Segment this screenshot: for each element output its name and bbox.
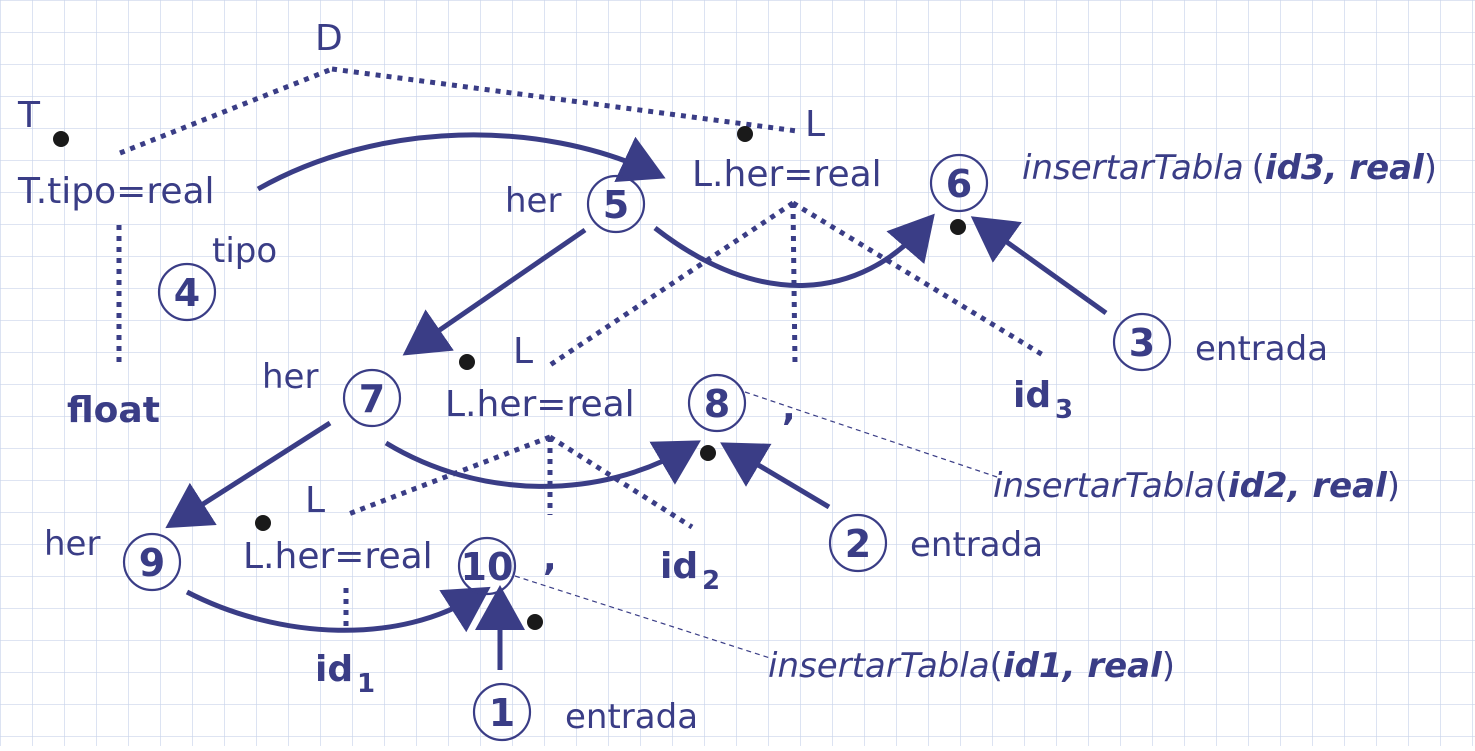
tree-edge-d-l	[331, 66, 798, 134]
dot-10	[527, 614, 543, 630]
action-3-sep: ,	[1323, 148, 1350, 188]
terminal-id1: id 1	[315, 649, 375, 699]
dot-l-mid	[459, 354, 475, 370]
symbol-d: D	[315, 18, 343, 59]
step-3: 3	[1112, 312, 1172, 372]
action-3-arg2: real	[1349, 148, 1425, 188]
label-her-7: her	[262, 357, 318, 397]
terminal-id1-text: id	[315, 649, 353, 690]
step-7: 7	[342, 368, 402, 428]
label-entrada-2: entrada	[910, 525, 1043, 565]
terminal-comma-top: ,	[782, 388, 796, 429]
terminal-float: float	[67, 390, 160, 431]
attr-lher-bot: L.her=real	[243, 536, 433, 577]
arrow-3-to-6	[970, 216, 1108, 316]
terminal-id2-subscript: 2	[702, 566, 720, 596]
arrow-7-to-8	[384, 440, 701, 489]
step-2: 2	[828, 513, 888, 573]
action-1-sep: ,	[1061, 646, 1088, 686]
action-1-open: (	[990, 646, 1003, 686]
node-dots	[53, 126, 966, 630]
terminal-id3-subscript: 3	[1055, 395, 1073, 425]
action-insertar-id3: insertarTabla(id3, real)	[1022, 148, 1437, 188]
label-entrada-3: entrada	[1195, 329, 1328, 369]
action-2-sep: ,	[1286, 466, 1313, 506]
arrow-5-to-6	[653, 213, 935, 288]
action-1-arg1: id1	[1003, 646, 1063, 686]
terminal-id2-text: id	[660, 546, 698, 587]
step-7-number: 7	[359, 377, 385, 421]
action-insertar-id1: insertarTabla(id1, real)	[768, 646, 1175, 686]
arrow-9-to-10	[185, 586, 491, 633]
arrow-2-to-8	[720, 442, 831, 510]
action-3-arg1: id3	[1265, 148, 1325, 188]
tree-edge-l-l	[548, 200, 795, 368]
action-1-close: )	[1162, 646, 1175, 686]
symbol-l-top: L	[805, 104, 825, 145]
step-4-number: 4	[174, 271, 200, 315]
label-her-9: her	[44, 524, 100, 564]
label-entrada-1: entrada	[565, 697, 698, 737]
step-9-number: 9	[139, 541, 165, 585]
dot-8	[700, 445, 716, 461]
tree-edge-l-l2	[345, 434, 551, 518]
action-insertar-id2: insertarTabla(id2, real)	[993, 466, 1400, 506]
step-5-number: 5	[603, 183, 629, 227]
dot-6	[950, 219, 966, 235]
attr-ttipo: T.tipo=real	[17, 171, 215, 212]
dot-t	[53, 131, 69, 147]
step-6-number: 6	[946, 162, 972, 206]
step-8: 8	[687, 373, 747, 433]
terminal-id3: id 3	[1013, 375, 1073, 425]
arrow-5-to-7	[402, 227, 587, 356]
terminal-id3-text: id	[1013, 375, 1051, 416]
arrow-7-to-9	[165, 420, 332, 529]
label-her-5: her	[505, 181, 561, 221]
attr-lher-top: L.her=real	[692, 154, 882, 195]
dot-l-top	[737, 126, 753, 142]
action-2-arg1: id2	[1228, 466, 1288, 506]
step-9: 9	[122, 532, 182, 592]
step-1-number: 1	[489, 691, 515, 735]
step-4: 4	[157, 262, 217, 322]
step-1: 1	[472, 682, 532, 742]
step-10: 10	[457, 536, 517, 596]
action-2-fn: insertarTabla	[993, 466, 1215, 506]
tree-edge-d-t	[119, 66, 333, 156]
tree-edge-l-id3	[791, 200, 1045, 358]
action-3-close: )	[1424, 148, 1437, 188]
arrow-4-to-5	[256, 132, 666, 192]
label-tipo: tipo	[212, 231, 277, 271]
action-2-arg2: real	[1312, 466, 1388, 506]
dot-l-bot	[255, 515, 271, 531]
step-10-number: 10	[461, 545, 514, 589]
terminal-comma-mid: ,	[543, 538, 557, 579]
action-3-fn: insertarTabla	[1022, 148, 1244, 188]
dependency-arrows	[165, 132, 1108, 670]
attr-lher-mid: L.her=real	[445, 384, 635, 425]
step-3-number: 3	[1129, 321, 1155, 365]
action-2-close: )	[1387, 466, 1400, 506]
terminal-id2: id 2	[660, 546, 720, 596]
action-3-open: (	[1252, 148, 1265, 188]
action-1-fn: insertarTabla	[768, 646, 990, 686]
step-5: 5	[586, 174, 646, 234]
step-8-number: 8	[704, 382, 730, 426]
symbol-l-mid: L	[513, 331, 533, 372]
symbol-t: T	[17, 95, 41, 136]
action-1-arg2: real	[1087, 646, 1163, 686]
symbol-l-bot: L	[305, 480, 325, 521]
step-2-number: 2	[845, 522, 871, 566]
action-2-open: (	[1215, 466, 1228, 506]
terminal-id1-subscript: 1	[357, 669, 375, 699]
step-6: 6	[929, 153, 989, 213]
